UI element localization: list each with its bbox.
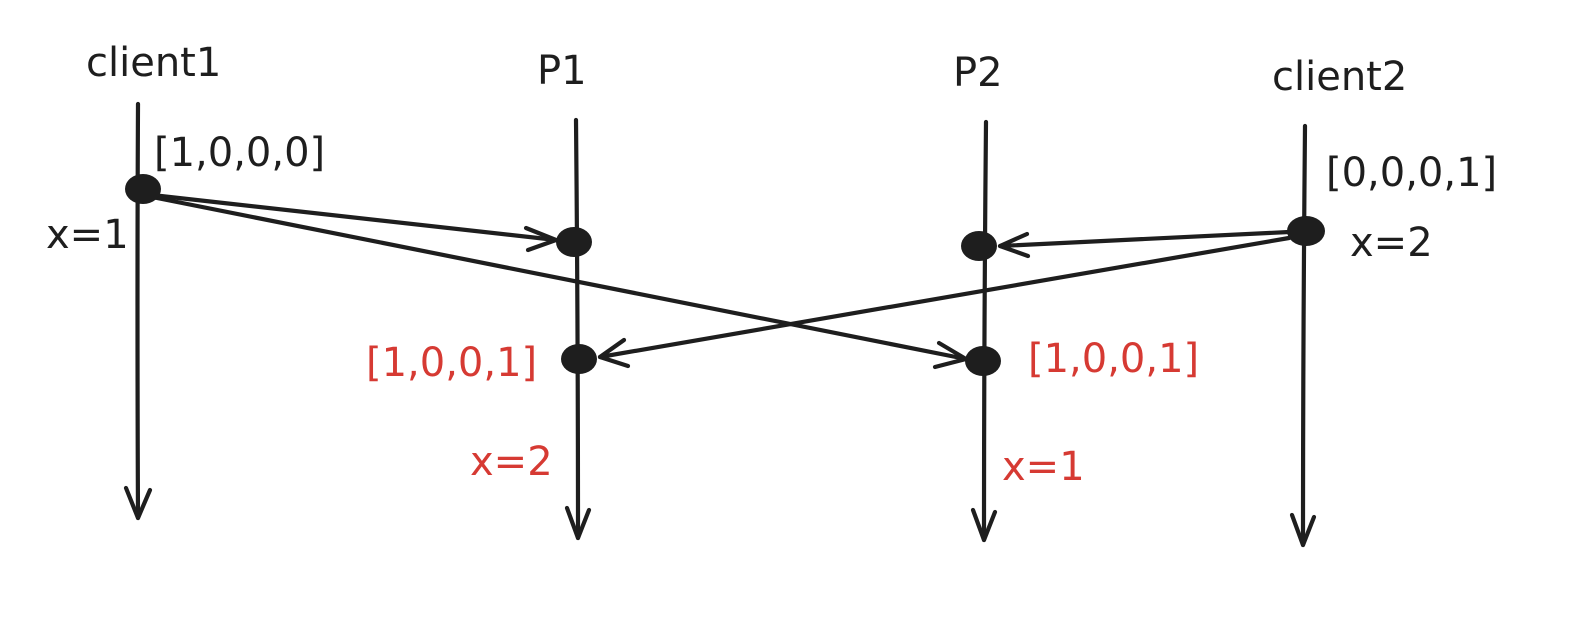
- process-label-client2: client2: [1272, 54, 1407, 100]
- message-client1-to-p1: [149, 192, 559, 253]
- value-label-p2: x=1: [1002, 444, 1085, 490]
- vector-clock-client1: [1,0,0,0]: [154, 130, 325, 176]
- vector-clock-p1: [1,0,0,1]: [366, 340, 537, 386]
- message-line-client1-p2: [149, 194, 969, 362]
- write-label-client2: x=2: [1350, 220, 1433, 266]
- timeline-p1: [564, 117, 592, 541]
- event-dot-p1-receive-client1: [556, 227, 592, 257]
- event-dot-p1-receive-client2: [561, 344, 597, 374]
- timeline-arrowhead-client2: [1289, 512, 1317, 548]
- timeline-arrowhead-client1: [123, 485, 153, 521]
- message-arrowhead-client2-p2: [997, 231, 1031, 259]
- message-client2-to-p2: [997, 229, 1292, 259]
- timeline-client2: [1289, 123, 1317, 548]
- timeline-client1: [123, 101, 153, 521]
- timeline-line-p2: [981, 119, 989, 543]
- event-dot-client2-write: [1287, 216, 1325, 246]
- vector-clock-client2: [0,0,0,1]: [1326, 150, 1497, 196]
- timeline-arrowhead-p1: [564, 505, 592, 541]
- vector-clock-p2: [1,0,0,1]: [1028, 336, 1199, 382]
- message-line-client2-p1: [597, 235, 1292, 360]
- timeline-line-client1: [135, 101, 141, 521]
- timeline-line-client2: [1300, 123, 1308, 548]
- process-label-p1: P1: [537, 48, 587, 94]
- message-line-client1-p1: [149, 192, 559, 243]
- message-line-client2-p2: [997, 229, 1292, 249]
- timeline-arrowhead-p2: [970, 507, 998, 543]
- event-dot-p2-receive-client1: [965, 346, 1001, 376]
- write-label-client1: x=1: [46, 212, 129, 258]
- timeline-line-p1: [573, 117, 581, 541]
- message-client1-to-p2: [149, 194, 969, 370]
- value-label-p1: x=2: [470, 439, 553, 485]
- message-arrowhead-client2-p1: [597, 337, 631, 369]
- process-label-p2: P2: [953, 50, 1003, 96]
- event-dot-p2-receive-client2: [961, 231, 997, 261]
- timeline-p2: [970, 119, 998, 543]
- event-dot-client1-write: [125, 174, 161, 204]
- message-arrowhead-client1-p1: [523, 225, 559, 253]
- process-label-client1: client1: [86, 40, 221, 86]
- message-client2-to-p1: [597, 235, 1292, 369]
